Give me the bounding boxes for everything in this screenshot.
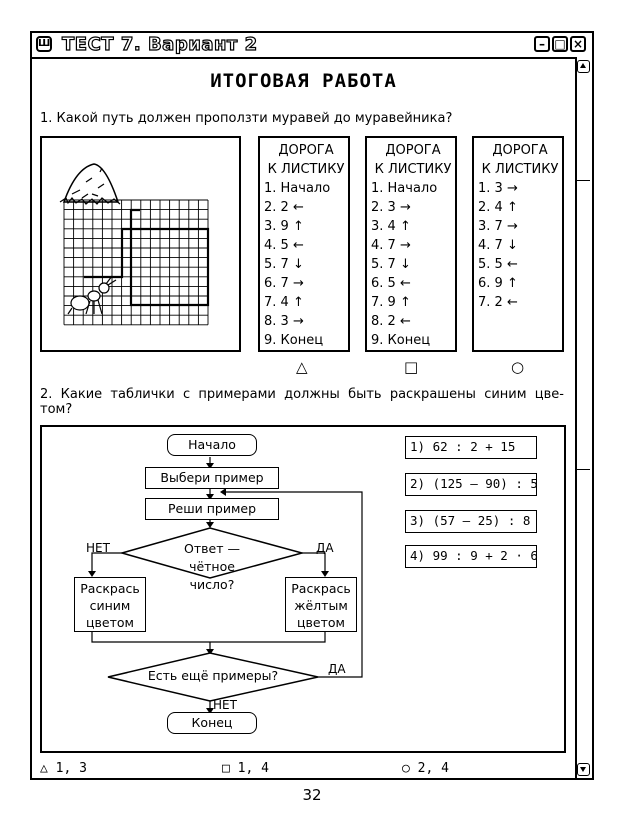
example-card-3: 3) (57 – 25) : 8 xyxy=(405,510,537,533)
route-step: 7. 2 ← xyxy=(478,295,518,310)
flow-label-yes2: ДА xyxy=(328,662,346,676)
answer-marker: □ xyxy=(222,761,230,776)
route-step: 5. 7 ↓ xyxy=(371,257,411,272)
route-step: 8. 2 ← xyxy=(371,314,411,329)
ant-grid-picture xyxy=(40,136,241,352)
route-step: 1. Начало xyxy=(264,181,331,196)
route-step: 1. Начало xyxy=(371,181,438,196)
flow-choose: Выбери пример xyxy=(145,467,279,489)
scroll-up-icon[interactable] xyxy=(577,60,590,73)
route-step: 3. 4 ↑ xyxy=(371,219,411,234)
close-icon[interactable]: × xyxy=(570,36,586,52)
route-step: 9. Конец xyxy=(371,333,431,348)
example-card-2: 2) (125 – 90) : 5 xyxy=(405,473,538,496)
flow-paint-blue-line2: синим xyxy=(89,598,131,613)
flow-paint-blue-line3: цветом xyxy=(86,615,134,630)
flow-paint-blue-line1: Раскрась xyxy=(80,581,140,596)
route-step: 5. 7 ↓ xyxy=(264,257,304,272)
flow-label-no2: НЕТ xyxy=(213,698,237,712)
route-step: 6. 7 → xyxy=(264,276,304,291)
route-table-3: ДОРОГА К ЛИСТИКУ 1. 3 → 2. 4 ↑ 3. 7 → 4.… xyxy=(472,136,564,352)
flow-solve: Реши пример xyxy=(145,498,279,520)
answer-value: 2, 4 xyxy=(417,761,449,776)
flowchart-connectors xyxy=(88,457,363,714)
route-step: 1. 3 → xyxy=(478,181,518,196)
route-marker-triangle[interactable]: △ xyxy=(296,358,308,376)
flow-label-yes: ДА xyxy=(316,541,334,555)
q1-number: 1. xyxy=(40,111,53,126)
minimize-icon[interactable]: – xyxy=(534,36,550,52)
answer-marker: △ xyxy=(40,761,48,776)
flow-start: Начало xyxy=(167,434,257,456)
q2-question-line1: Какие таблички с примерами должны быть р… xyxy=(60,387,564,402)
page-title: ИТОГОВАЯ РАБОТА xyxy=(210,70,397,92)
answer-option-circle[interactable]: ○ 2, 4 xyxy=(402,761,449,776)
anthill-icon xyxy=(59,163,121,205)
q2-text: 2. Какие таблички с примерами должны быт… xyxy=(40,387,564,417)
route-marker-square[interactable]: □ xyxy=(404,358,419,376)
flow-paint-yellow-line2: жёлтым xyxy=(294,598,348,613)
route-step: 7. 4 ↑ xyxy=(264,295,304,310)
answer-value: 1, 4 xyxy=(237,761,269,776)
ant-grid-svg xyxy=(59,163,210,326)
window-title: ТЕСТ 7. Вариант 2 xyxy=(61,33,258,55)
route-step: 4. 5 ← xyxy=(264,238,304,253)
flow-condition1: Ответ — чётное число? xyxy=(172,540,252,594)
maximize-icon[interactable]: □ xyxy=(552,36,568,52)
flow-condition2: Есть ещё примеры? xyxy=(147,668,279,683)
answer-option-triangle[interactable]: △ 1, 3 xyxy=(40,761,87,776)
route-step: 4. 7 → xyxy=(371,238,411,253)
q2-question-line2: том? xyxy=(40,402,73,417)
ant-icon xyxy=(67,275,117,315)
flow-paint-blue: Раскрась синим цветом xyxy=(74,577,146,632)
answer-option-square[interactable]: □ 1, 4 xyxy=(222,761,269,776)
route-header-1: ДОРОГА xyxy=(278,143,334,158)
q1-question: Какой путь должен проползти муравей до м… xyxy=(56,111,453,126)
route-header-2: К ЛИСТИКУ xyxy=(374,162,452,177)
page-number: 32 xyxy=(302,786,322,804)
answer-value: 1, 3 xyxy=(55,761,87,776)
route-table-2: ДОРОГА К ЛИСТИКУ 1. Начало 2. 3 → 3. 4 ↑… xyxy=(365,136,457,352)
route-header-1: ДОРОГА xyxy=(385,143,441,158)
route-step: 9. Конец xyxy=(264,333,324,348)
logo-icon: Ш xyxy=(36,36,52,52)
route-table-1: ДОРОГА К ЛИСТИКУ 1. Начало 2. 2 ← 3. 9 ↑… xyxy=(258,136,350,352)
flow-label-no: НЕТ xyxy=(86,541,110,555)
route-step: 8. 3 → xyxy=(264,314,304,329)
route-header-1: ДОРОГА xyxy=(492,143,548,158)
flow-paint-yellow: Раскрась жёлтым цветом xyxy=(285,577,357,632)
scroll-thumb[interactable] xyxy=(577,180,590,470)
scrollbar[interactable] xyxy=(575,57,592,778)
route-step: 5. 5 ← xyxy=(478,257,518,272)
ant-route-path xyxy=(84,208,210,307)
route-step: 2. 4 ↑ xyxy=(478,200,518,215)
q2-number: 2. xyxy=(40,387,53,402)
scroll-down-icon[interactable] xyxy=(577,763,590,776)
title-bar xyxy=(32,33,592,59)
route-step: 3. 9 ↑ xyxy=(264,219,304,234)
route-step: 7. 9 ↑ xyxy=(371,295,411,310)
route-header-2: К ЛИСТИКУ xyxy=(481,162,559,177)
flow-paint-yellow-line1: Раскрась xyxy=(291,581,351,596)
example-card-4: 4) 99 : 9 + 2 · 6 xyxy=(405,545,538,568)
flow-condition1-line1: Ответ — xyxy=(184,541,240,556)
example-card-1: 1) 62 : 2 + 15 xyxy=(405,436,537,459)
route-step: 3. 7 → xyxy=(478,219,518,234)
q1-text: 1. Какой путь должен проползти муравей д… xyxy=(40,111,452,126)
route-step: 2. 3 → xyxy=(371,200,411,215)
flow-end: Конец xyxy=(167,712,257,734)
answer-marker: ○ xyxy=(402,761,410,776)
route-marker-circle[interactable]: ○ xyxy=(511,358,525,376)
route-step: 2. 2 ← xyxy=(264,200,304,215)
route-step: 6. 9 ↑ xyxy=(478,276,518,291)
flow-condition1-line2: чётное число? xyxy=(189,559,235,592)
route-header-2: К ЛИСТИКУ xyxy=(267,162,345,177)
route-step: 6. 5 ← xyxy=(371,276,411,291)
route-step: 4. 7 ↓ xyxy=(478,238,518,253)
flow-paint-yellow-line3: цветом xyxy=(297,615,345,630)
